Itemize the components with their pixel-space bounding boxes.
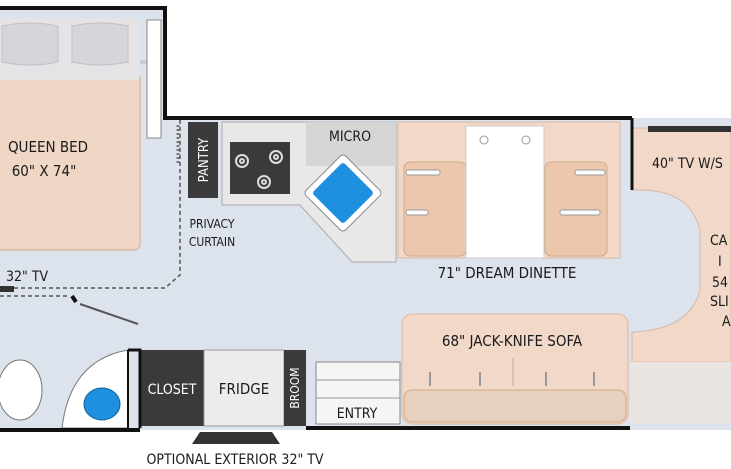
bedroom-tv: 32" TV bbox=[0, 269, 49, 292]
fridge-label: FRIDGE bbox=[219, 380, 270, 398]
cab-label-5: A bbox=[722, 314, 731, 330]
sofa-label: 68" JACK-KNIFE SOFA bbox=[442, 332, 583, 350]
queen-bed-size-label: 60" X 74" bbox=[12, 162, 77, 180]
exterior-tv-label: OPTIONAL EXTERIOR 32" TV bbox=[146, 452, 323, 468]
broom-label: BROOM bbox=[288, 367, 302, 408]
dream-dinette: 71" DREAM DINETTE bbox=[397, 121, 621, 282]
pantry-label: PANTRY bbox=[197, 137, 212, 182]
cab-label-4: SLI bbox=[710, 294, 729, 310]
privacy-curtain-label-2: CURTAIN bbox=[189, 235, 235, 249]
exterior-tv: OPTIONAL EXTERIOR 32" TV bbox=[146, 432, 324, 468]
queen-bed: QUEEN BED 60" X 74" bbox=[0, 18, 141, 251]
privacy-curtain-label-1: PRIVACY bbox=[190, 217, 235, 231]
burner-icons bbox=[235, 150, 283, 189]
cab-label-1: CA bbox=[710, 233, 728, 249]
fridge: FRIDGE bbox=[203, 349, 285, 427]
bedroom-tv-label: 32" TV bbox=[6, 269, 49, 285]
queen-bed-label: QUEEN BED bbox=[8, 138, 88, 156]
entry-label: ENTRY bbox=[337, 406, 378, 422]
pantry: PANTRY bbox=[188, 122, 218, 198]
bathroom bbox=[0, 295, 139, 429]
closet: CLOSET bbox=[140, 350, 204, 426]
nightstand bbox=[146, 19, 162, 139]
kitchen-counter: MICRO bbox=[221, 121, 397, 263]
dinette-label: 71" DREAM DINETTE bbox=[438, 264, 577, 282]
cab-label-2: I bbox=[718, 254, 722, 270]
bathroom-sink bbox=[83, 387, 121, 421]
cab-area: 40" TV W/S CA I 54 SLI A bbox=[630, 126, 731, 424]
toilet bbox=[0, 359, 43, 421]
kitchen-sink bbox=[304, 154, 382, 232]
cab-tv-label: 40" TV W/S bbox=[652, 156, 723, 172]
privacy-curtain: PRIVACY CURTAIN bbox=[176, 125, 235, 249]
jack-knife-sofa: 68" JACK-KNIFE SOFA bbox=[401, 313, 629, 425]
broom-closet: BROOM bbox=[284, 350, 306, 426]
entry: ENTRY bbox=[315, 361, 401, 425]
closet-label: CLOSET bbox=[148, 382, 197, 398]
walls bbox=[0, 6, 634, 432]
microwave-label: MICRO bbox=[329, 129, 371, 145]
cab-label-3: 54 bbox=[712, 275, 728, 291]
